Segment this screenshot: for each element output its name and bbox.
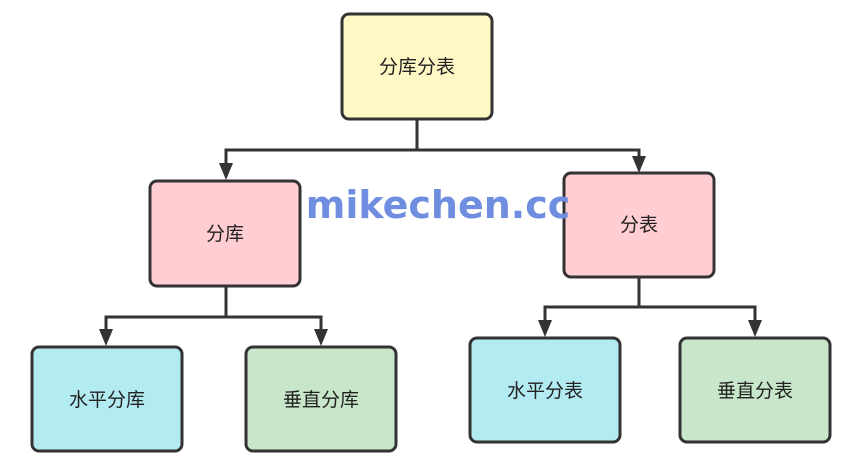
node-table-split-box [562,171,716,279]
node-vertical-table-label: 垂直分表 [717,380,793,402]
node-db-split-label: 分库 [206,223,244,245]
arrow-head [632,156,646,173]
edge-table-split-to-vertical-table [639,305,757,323]
node-table-split: 分表 [562,171,716,279]
node-horizontal-table-box [468,336,622,444]
arrow-head [538,320,552,337]
edge-db-split-to-horizontal-db [104,286,228,332]
node-horizontal-table: 水平分表 [468,336,622,444]
edge-table-split-to-horizontal-table [543,277,641,323]
node-table-split-label: 分表 [620,214,658,236]
arrow-head [748,320,762,337]
node-root-box [340,12,494,121]
node-horizontal-table-label: 水平分表 [507,380,583,402]
arrow-head [99,329,113,346]
node-vertical-db: 垂直分库 [244,345,398,453]
node-horizontal-db: 水平分库 [30,345,184,453]
edge-root-to-table-split [417,148,641,159]
edges [99,119,762,346]
node-root-label: 分库分表 [379,56,455,78]
node-db-split-box [148,179,302,288]
node-db-split: 分库 [148,179,302,288]
node-vertical-db-label: 垂直分库 [283,389,359,411]
node-horizontal-db-label: 水平分库 [69,389,145,411]
edge-db-split-to-vertical-db [226,315,323,332]
node-root: 分库分表 [340,12,494,121]
edge-root-to-db-split [224,119,419,166]
node-vertical-table-box [678,336,832,444]
node-vertical-table: 垂直分表 [678,336,832,444]
arrow-head [219,163,233,180]
arrow-head [314,329,328,346]
node-vertical-db-box [244,345,398,453]
node-horizontal-db-box [30,345,184,453]
watermark-text: mikechen.cc [306,183,571,227]
